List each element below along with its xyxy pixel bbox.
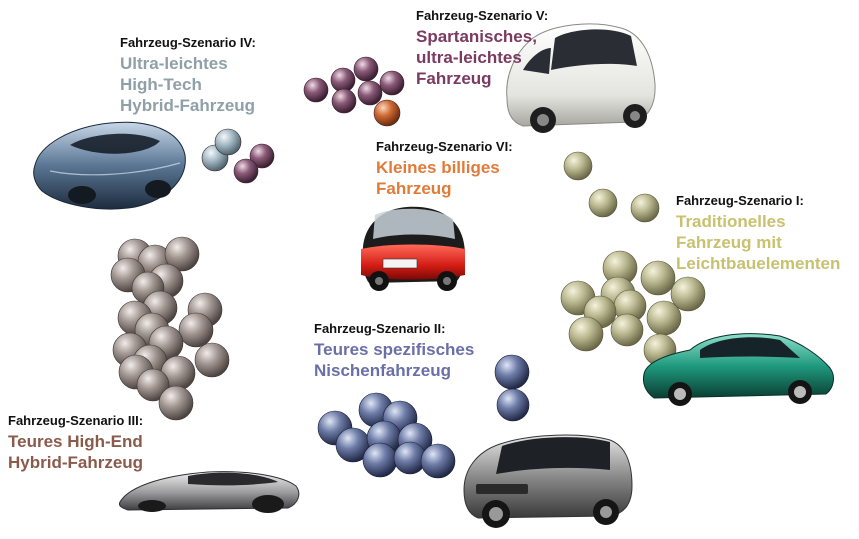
scenario-iv-line: Ultra-leichtes: [120, 54, 228, 74]
sphere-cluster-scenario-i: [560, 151, 706, 367]
scenario-ii-line: Nischenfahrzeug: [314, 361, 451, 381]
concept-car-icon: [33, 121, 186, 210]
smart-car-icon: [361, 206, 465, 291]
scenario-iii-line: Hybrid-Fahrzeug: [8, 453, 144, 473]
scenario-iii-label: Fahrzeug-Szenario III: Teures High-End H…: [8, 413, 144, 473]
scenario-iv-heading: Fahrzeug-Szenario IV:: [120, 35, 256, 50]
scenario-ii-label: Fahrzeug-Szenario II: Teures spezifische…: [314, 321, 474, 381]
scenario-v-line: Fahrzeug: [416, 69, 492, 89]
scenario-ii-heading: Fahrzeug-Szenario II:: [314, 321, 446, 336]
scenario-iv-line: High-Tech: [120, 75, 202, 95]
sphere-cluster-scenario-iii: [110, 236, 230, 421]
scenario-vi-label: Fahrzeug-Szenario VI: Kleines billiges F…: [376, 139, 513, 199]
scenario-i-description: Traditionelles Fahrzeug mit Leichtbauele…: [676, 211, 840, 274]
scenario-v-line: ultra-leichtes: [416, 48, 522, 68]
scenario-v-heading: Fahrzeug-Szenario V:: [416, 8, 549, 23]
sphere-cluster-scenario-iv: [201, 128, 275, 184]
suv-car-icon: [463, 434, 633, 528]
scenario-vi-heading: Fahrzeug-Szenario VI:: [376, 139, 513, 154]
scenario-ii-description: Teures spezifisches Nischenfahrzeug: [314, 339, 474, 381]
scenario-iv-label: Fahrzeug-Szenario IV: Ultra-leichtes Hig…: [120, 35, 256, 116]
scenario-iii-line: Teures High-End: [8, 432, 143, 452]
scenario-v-description: Spartanisches, ultra-leichtes Fahrzeug: [416, 26, 548, 89]
scenario-ii-line: Teures spezifisches: [314, 340, 475, 360]
compact-car-icon: [506, 23, 656, 133]
scenario-iii-heading: Fahrzeug-Szenario III:: [8, 413, 144, 428]
scenario-i-line: Traditionelles: [676, 212, 786, 232]
scenario-iii-description: Teures High-End Hybrid-Fahrzeug: [8, 431, 143, 473]
scenario-i-line: Fahrzeug mit: [676, 233, 782, 253]
sedan-car-icon: [643, 333, 834, 406]
scenario-i-heading: Fahrzeug-Szenario I:: [676, 193, 804, 208]
scenario-v-line: Spartanisches,: [416, 27, 537, 47]
scenario-vi-description: Kleines billiges Fahrzeug: [376, 157, 513, 199]
scenario-iv-line: Hybrid-Fahrzeug: [120, 96, 256, 116]
scenario-v-label: Fahrzeug-Szenario V: Spartanisches, ultr…: [416, 8, 549, 89]
sphere-cluster-scenario-v: [303, 56, 405, 127]
sphere-cluster-scenario-ii: [317, 354, 530, 479]
scenario-i-label: Fahrzeug-Szenario I: Traditionelles Fahr…: [676, 193, 840, 274]
streamliner-car-icon: [119, 471, 300, 513]
scenario-vi-line: Fahrzeug: [376, 179, 452, 199]
scenario-i-line: Leichtbauelementen: [676, 254, 841, 274]
scenario-vi-line: Kleines billiges: [376, 158, 500, 178]
scenario-iv-description: Ultra-leichtes High-Tech Hybrid-Fahrzeug: [120, 53, 256, 116]
